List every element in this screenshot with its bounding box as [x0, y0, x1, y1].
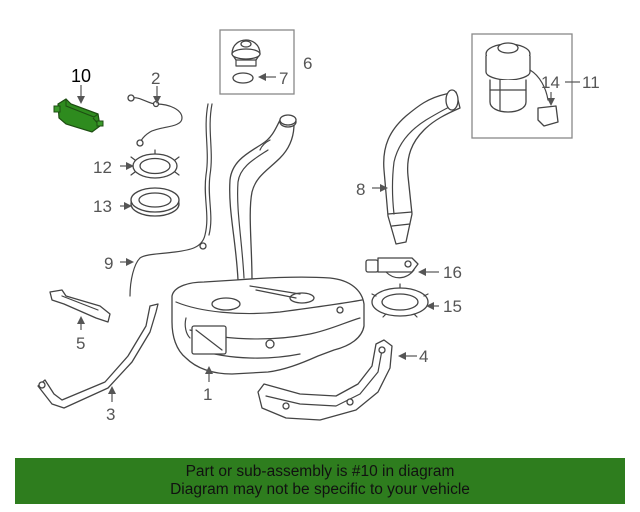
part-3-tank-strap[interactable]	[37, 303, 159, 409]
banner-line-2: Diagram may not be specific to your vehi…	[170, 481, 470, 498]
part-14-level-sender	[537, 105, 559, 127]
part-4-heat-shield[interactable]	[257, 339, 393, 421]
part-2-sensor-wire[interactable]	[127, 94, 183, 147]
callout-10-highlighted: 10	[71, 66, 91, 86]
part-11-fuel-pump-group[interactable]	[471, 33, 573, 139]
part-12-lock-ring[interactable]	[130, 149, 180, 179]
part-15-lock-ring[interactable]	[371, 283, 429, 318]
part-5-bracket[interactable]	[49, 289, 111, 323]
callout-4: 4	[419, 347, 428, 366]
callout-6: 6	[303, 54, 312, 73]
part-10-fuel-filter[interactable]	[53, 98, 104, 133]
callout-1: 1	[203, 385, 212, 404]
callout-7: 7	[279, 69, 288, 88]
part-7-o-ring	[232, 72, 254, 84]
callout-16: 16	[443, 263, 462, 282]
callout-labels: 1 2 3 4 5 6 7 8 9 10 11 12 13 14 15 16	[71, 54, 600, 424]
part-13-seal-ring[interactable]	[130, 187, 180, 217]
callout-2: 2	[151, 69, 160, 88]
parts-diagram: 1 2 3 4 5 6 7 8 9 10 11 12 13 14 15 16	[37, 29, 600, 424]
callout-3: 3	[106, 405, 115, 424]
leaders	[77, 73, 555, 402]
callout-15: 15	[443, 297, 462, 316]
callout-14: 14	[541, 73, 560, 92]
part-6-cap-group[interactable]	[219, 29, 295, 95]
info-banner: Part or sub-assembly is #10 in diagram D…	[15, 458, 625, 504]
part-16-sensor[interactable]	[365, 257, 419, 279]
part-1-fuel-tank[interactable]	[171, 114, 365, 375]
part-9-vent-line[interactable]	[129, 103, 213, 297]
callout-11: 11	[582, 73, 600, 92]
callout-8: 8	[356, 180, 365, 199]
part-8-filler-pipe[interactable]	[383, 89, 461, 245]
callout-9: 9	[104, 254, 113, 273]
callout-12: 12	[93, 158, 112, 177]
callout-5: 5	[76, 334, 85, 353]
banner-line-1: Part or sub-assembly is #10 in diagram	[185, 463, 455, 480]
callout-13: 13	[93, 197, 112, 216]
